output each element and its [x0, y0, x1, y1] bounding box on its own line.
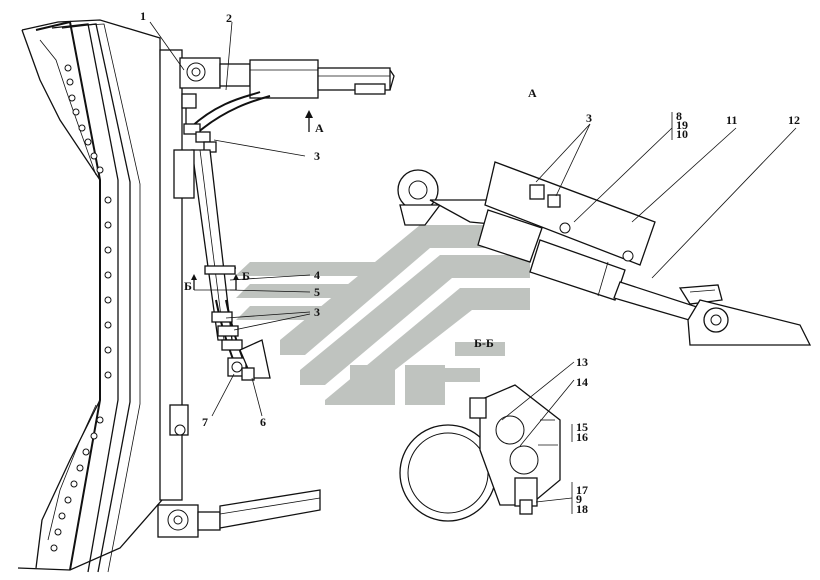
section-b-right: Б — [242, 269, 250, 283]
section-b-left: Б — [184, 279, 192, 293]
section-b-arrows — [191, 274, 239, 291]
callout-6: 6 — [260, 415, 266, 429]
dozer-blade-frame — [17, 19, 189, 573]
lower-cylinder — [157, 489, 321, 538]
callout-4: 4 — [314, 268, 320, 282]
view-a-arrow — [305, 110, 313, 132]
callout-1: 1 — [140, 9, 146, 23]
callout-3-mid: 3 — [314, 305, 320, 319]
view-a-title: А — [528, 86, 537, 100]
callout-10: 10 — [676, 127, 688, 141]
callout-2: 2 — [226, 11, 232, 25]
callout-16: 16 — [576, 430, 588, 444]
view-a-marker: А — [315, 121, 324, 135]
labels: А А Б Б Б-Б 1 2 3 4 5 3 7 6 3 8 19 10 11… — [140, 9, 800, 516]
callout-5: 5 — [314, 285, 320, 299]
hydraulic-hoses — [181, 91, 271, 153]
callout-7: 7 — [202, 415, 208, 429]
mounting-holes — [50, 64, 112, 552]
callout-11: 11 — [726, 113, 737, 127]
callout-17: 17 — [576, 483, 588, 497]
view-a-detail — [397, 161, 812, 346]
callout-15: 15 — [576, 420, 588, 434]
callout-9: 9 — [576, 492, 582, 506]
callout-14: 14 — [576, 375, 588, 389]
callout-3-view: 3 — [586, 111, 592, 125]
upper-cylinder — [179, 57, 395, 99]
diagonal-brace — [173, 149, 271, 381]
section-bb-detail — [399, 384, 561, 522]
callout-18: 18 — [576, 502, 588, 516]
leader-lines — [149, 21, 797, 514]
watermark-logo — [235, 225, 530, 405]
callout-3-top: 3 — [314, 149, 320, 163]
callout-12: 12 — [788, 113, 800, 127]
callout-13: 13 — [576, 355, 588, 369]
callout-8: 8 — [676, 109, 682, 123]
section-title: Б-Б — [474, 336, 494, 350]
callout-19: 19 — [676, 118, 688, 132]
